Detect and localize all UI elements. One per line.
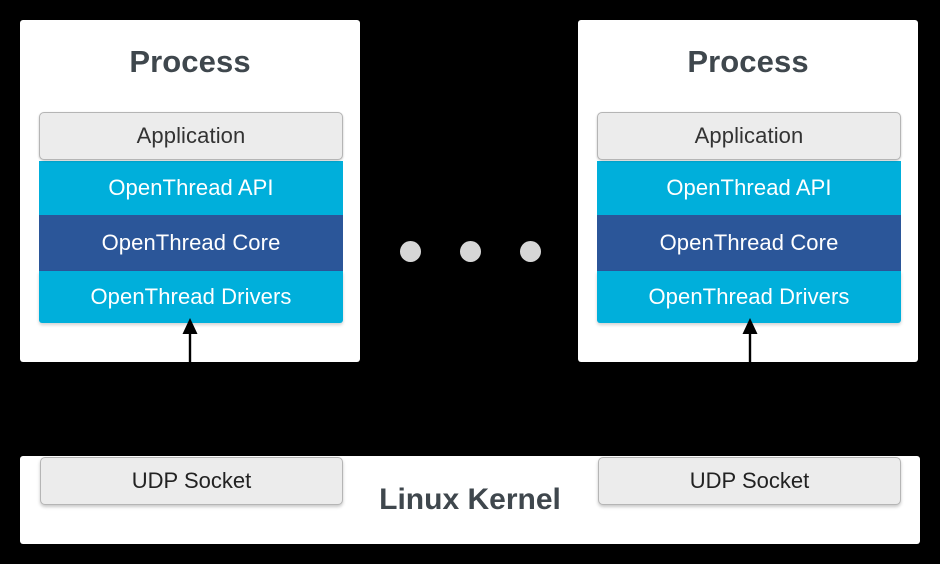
ellipsis-dot-icon: [460, 241, 481, 262]
process-title-left: Process: [129, 44, 251, 79]
layer-stack-right: Application OpenThread API OpenThread Co…: [597, 112, 901, 323]
layer-stack-left: Application OpenThread API OpenThread Co…: [39, 112, 343, 323]
arrow-up-left: [182, 318, 198, 364]
arrow-up-right: [742, 318, 758, 364]
layer-openthread-drivers-right: OpenThread Drivers: [597, 271, 901, 323]
layer-application-right: Application: [597, 112, 901, 160]
layer-openthread-api-left: OpenThread API: [39, 161, 343, 215]
udp-socket-right: UDP Socket: [598, 457, 901, 505]
ellipsis-dot-icon: [520, 241, 541, 262]
ellipsis-dot-icon: [400, 241, 421, 262]
kernel-panel: Linux Kernel UDP Socket UDP Socket: [20, 456, 920, 544]
layer-application-left: Application: [39, 112, 343, 160]
process-title-right: Process: [687, 44, 809, 79]
layer-openthread-api-right: OpenThread API: [597, 161, 901, 215]
ellipsis-more-processes: [400, 241, 541, 262]
kernel-title: Linux Kernel: [379, 483, 561, 516]
layer-openthread-drivers-left: OpenThread Drivers: [39, 271, 343, 323]
udp-socket-left: UDP Socket: [40, 457, 343, 505]
layer-openthread-core-left: OpenThread Core: [39, 215, 343, 271]
layer-openthread-core-right: OpenThread Core: [597, 215, 901, 271]
process-panel-right: Process Application OpenThread API OpenT…: [578, 20, 918, 362]
process-panel-left: Process Application OpenThread API OpenT…: [20, 20, 360, 362]
